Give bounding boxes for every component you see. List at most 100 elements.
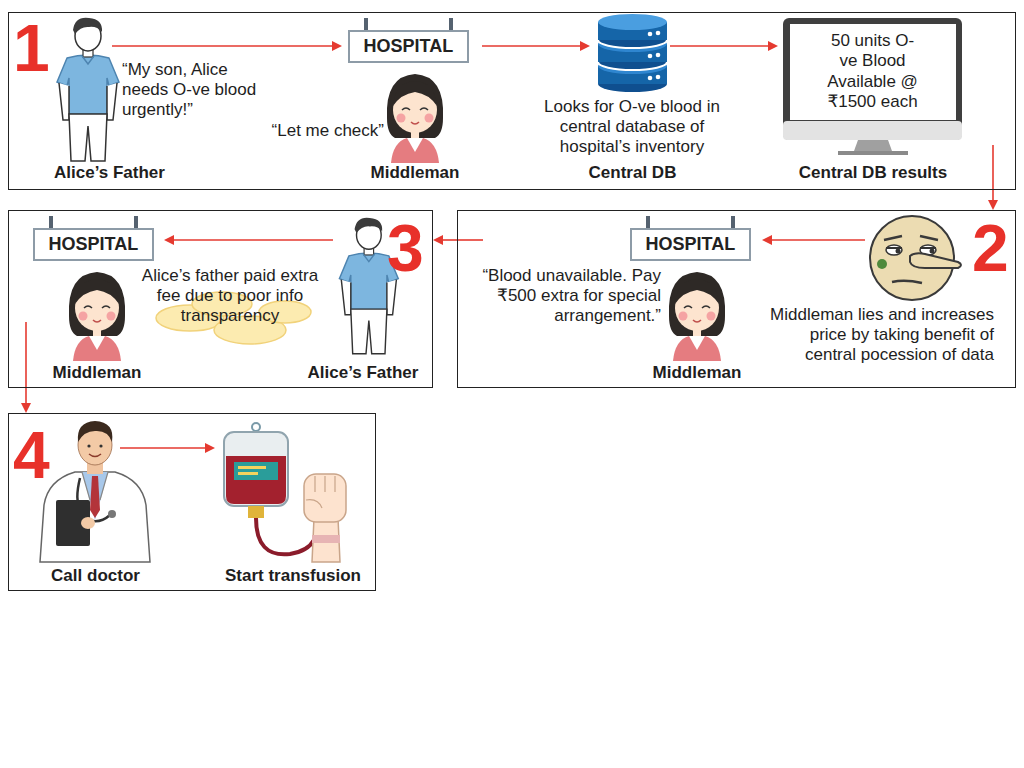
step-description: Looks for O-ve blood in central database… — [537, 97, 727, 157]
transfusion-icon — [238, 472, 258, 475]
transfusion-icon — [234, 462, 278, 480]
figure-name: Alice’s Father — [298, 363, 428, 383]
monitor-icon — [838, 151, 908, 155]
step-number: 4 — [13, 422, 50, 488]
figure-name: Middleman — [38, 363, 156, 383]
liar-face — [877, 259, 887, 269]
liar-face — [896, 249, 901, 254]
flow-arrow — [112, 45, 334, 47]
flow-arrow — [670, 45, 770, 47]
middleman-figure — [669, 272, 725, 361]
transfusion-icon — [304, 474, 346, 522]
flow-arrow — [120, 447, 207, 449]
database-icon — [656, 75, 661, 80]
doctor-figure — [90, 476, 100, 518]
figure-name: Middleman — [638, 363, 756, 383]
liar-face — [884, 236, 938, 240]
database-icon — [648, 32, 653, 37]
flow-arrow — [205, 443, 215, 453]
transfusion-icon — [226, 456, 286, 504]
flow-arrow — [21, 388, 31, 413]
arrow-line — [25, 388, 27, 405]
flow-arrow — [433, 235, 457, 245]
liar-face — [886, 245, 902, 255]
monitor-icon — [783, 18, 962, 155]
arrow-head — [433, 235, 443, 245]
liar-face — [930, 249, 935, 254]
monitor-icon — [783, 121, 962, 140]
liar-face — [910, 253, 961, 268]
transfusion-icon — [312, 535, 340, 543]
transfusion-icon — [248, 506, 264, 518]
step-description: Alice’s father paid extra fee due to poo… — [130, 266, 330, 326]
father-figure — [57, 18, 119, 161]
figure-name: Central DB — [570, 163, 695, 183]
hospital-sign: HOSPITAL — [33, 228, 155, 262]
step-number: 2 — [972, 215, 1009, 281]
flow-arrow — [332, 41, 342, 51]
flow-arrow — [172, 239, 333, 241]
step-panel: 4 — [8, 413, 376, 591]
transfusion-icon — [224, 423, 346, 562]
speech-text: “Let me check” — [248, 121, 384, 141]
speech-text: “My son, Alice needs O-ve blood urgently… — [122, 60, 272, 120]
figure-name: Middleman — [355, 163, 475, 183]
step-number: 1 — [13, 15, 50, 81]
hospital-sign: HOSPITAL — [348, 30, 470, 64]
middleman-figure — [69, 272, 125, 361]
liar-face — [892, 281, 922, 283]
screen-text: 50 units O-ve Blood Available @ ₹1500 ea… — [823, 31, 923, 113]
flow-arrow — [164, 235, 174, 245]
arrow-line — [441, 239, 457, 241]
doctor-figure — [87, 444, 90, 447]
database-icon — [598, 14, 667, 30]
flow-arrow — [457, 239, 483, 241]
doctor-figure — [78, 421, 113, 442]
flow-arrow — [770, 239, 865, 241]
flow-arrow — [482, 45, 582, 47]
database-icon — [648, 76, 653, 81]
middleman-figure — [669, 272, 725, 361]
figure-name: Call doctor — [33, 566, 158, 586]
step-number: 3 — [387, 215, 424, 281]
monitor-screen: 50 units O-ve Blood Available @ ₹1500 ea… — [790, 24, 956, 120]
transfusion-icon — [224, 432, 288, 506]
figure-name: Central DB results — [773, 163, 973, 183]
doctor-figure — [40, 421, 150, 562]
arrow-head — [21, 403, 31, 413]
flow-arrow — [988, 190, 998, 210]
database-icon — [598, 14, 667, 92]
doctor-figure — [82, 472, 108, 500]
flow-arrow — [768, 41, 778, 51]
arrow-head — [988, 200, 998, 210]
doctor-figure — [40, 472, 150, 562]
transfusion-icon — [312, 518, 340, 562]
sign-text: HOSPITAL — [49, 234, 139, 256]
father-figure — [57, 18, 119, 161]
sign-text: HOSPITAL — [646, 234, 736, 256]
middleman-figure — [69, 272, 125, 361]
doctor-figure — [99, 444, 102, 447]
liar-face — [870, 216, 961, 300]
transfusion-icon — [252, 423, 260, 431]
flow-arrow — [762, 235, 772, 245]
doctor-figure — [89, 454, 101, 457]
monitor-icon — [783, 18, 962, 140]
middleman-figure — [387, 74, 443, 163]
database-icon — [656, 31, 661, 36]
middleman-figure — [387, 74, 443, 163]
step-description: Middleman lies and increases price by ta… — [762, 305, 994, 365]
sign-text: HOSPITAL — [364, 36, 454, 58]
transfusion-icon — [256, 518, 314, 554]
flow-arrow — [992, 145, 994, 190]
liar-face — [886, 247, 936, 249]
database-icon — [648, 54, 653, 59]
monitor-icon — [854, 140, 892, 151]
flow-arrow — [25, 322, 27, 388]
monitor-icon — [790, 24, 956, 120]
figure-name: Alice’s Father — [37, 163, 182, 183]
figure-name: Start transfusion — [212, 566, 374, 586]
transfusion-icon — [238, 466, 266, 469]
doctor-figure — [81, 517, 95, 529]
